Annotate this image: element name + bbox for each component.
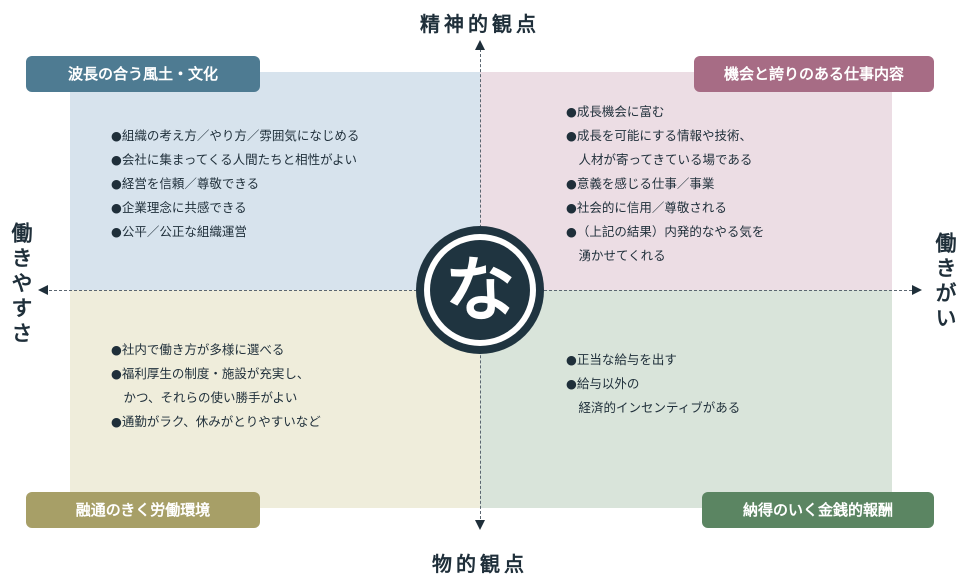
- list-item: 湧かせてくれる: [566, 248, 666, 263]
- list-item: ●経営を信頼／尊敬できる: [111, 176, 260, 191]
- list-item: ●会社に集まってくる人間たちと相性がよい: [111, 152, 358, 167]
- list-item: ●成長機会に富む: [566, 104, 665, 119]
- list-item: ●公平／公正な組織運営: [111, 224, 247, 239]
- quadrant-title-bottom-left: 融通のきく労働環境: [26, 492, 260, 528]
- quadrant-list-bottom-right: ●正当な給与を出す ●給与以外の 経済的インセンティブがある: [566, 348, 740, 420]
- list-item: かつ、それらの使い勝手がよい: [111, 390, 298, 405]
- list-item: 経済的インセンティブがある: [566, 400, 741, 415]
- quadrant-list-top-right: ●成長機会に富む ●成長を可能にする情報や技術、 人材が寄ってきている場である …: [566, 100, 764, 268]
- quadrant-title-top-right: 機会と誇りのある仕事内容: [694, 56, 934, 92]
- axis-label-right: 働きがい: [933, 232, 957, 332]
- quadrant-title-bottom-right: 納得のいく金銭的報酬: [702, 492, 934, 528]
- axis-label-left: 働きやすさ: [9, 222, 33, 347]
- emblem-glyph: な: [445, 249, 515, 331]
- list-item: ●給与以外の: [566, 376, 640, 391]
- list-item: ●社内で働き方が多様に選べる: [111, 342, 285, 357]
- quadrant-list-top-left: ●組織の考え方／やり方／雰囲気になじめる ●会社に集まってくる人間たちと相性がよ…: [111, 124, 359, 244]
- arrow-left-icon: [38, 285, 48, 295]
- list-item: ●成長を可能にする情報や技術、: [566, 128, 753, 143]
- arrow-down-icon: [475, 520, 485, 530]
- quadrant-top-left: [70, 72, 480, 290]
- list-item: ●福利厚生の制度・施設が充実し、: [111, 366, 310, 381]
- list-item: 人材が寄ってきている場である: [566, 152, 753, 167]
- arrow-right-icon: [912, 285, 922, 295]
- quadrant-bottom-left: [70, 290, 480, 508]
- quadrant-title-top-left: 波長の合う風土・文化: [26, 56, 260, 92]
- list-item: ●意義を感じる仕事／事業: [566, 176, 715, 191]
- list-item: ●企業理念に共感できる: [111, 200, 247, 215]
- quadrant-top-right: [480, 72, 892, 290]
- list-item: ●社会的に信用／尊敬される: [566, 200, 727, 215]
- quadrant-list-bottom-left: ●社内で働き方が多様に選べる ●福利厚生の制度・施設が充実し、 かつ、それらの使…: [111, 338, 321, 434]
- na-crest-icon: な: [416, 226, 544, 354]
- quadrant-bottom-right: [480, 290, 892, 508]
- list-item: ●組織の考え方／やり方／雰囲気になじめる: [111, 128, 360, 143]
- list-item: ●正当な給与を出す: [566, 352, 677, 367]
- axis-label-top: 精神的観点: [420, 12, 540, 36]
- list-item: ●通勤がラク、休みがとりやすいなど: [111, 414, 321, 429]
- axis-label-bottom: 物的観点: [432, 552, 528, 576]
- arrow-up-icon: [475, 40, 485, 50]
- list-item: ●（上記の結果）内発的なやる気を: [566, 224, 765, 239]
